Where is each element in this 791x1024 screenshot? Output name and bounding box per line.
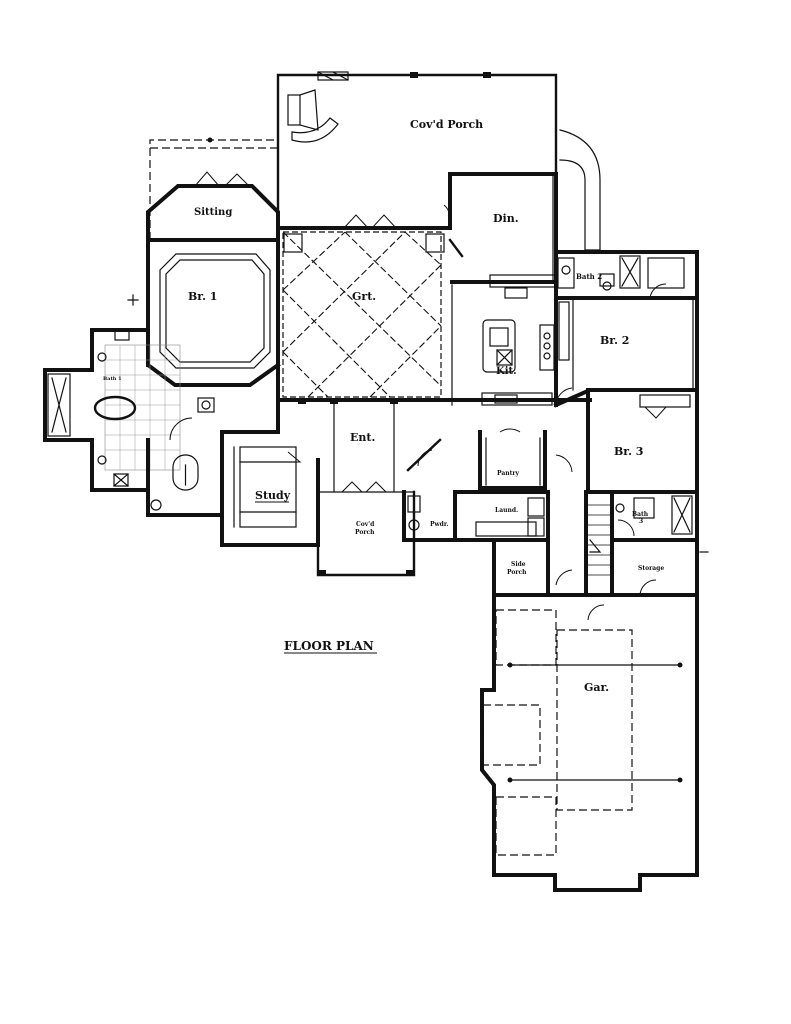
label-bath3-2: 3 bbox=[639, 518, 643, 525]
label-laund: Laund. bbox=[495, 507, 518, 514]
dining bbox=[448, 172, 558, 284]
label-br2: Br. 2 bbox=[600, 334, 629, 347]
powder-room bbox=[402, 490, 457, 542]
room-labels: Cov'd Porch Sitting Br. 1 Grt. Din. Kit.… bbox=[103, 118, 664, 694]
label-br3: Br. 3 bbox=[614, 445, 643, 458]
label-ent: Ent. bbox=[350, 431, 375, 444]
stair bbox=[584, 490, 610, 621]
bedroom-1 bbox=[127, 238, 281, 387]
covered-porch-rear bbox=[276, 71, 601, 251]
label-din: Din. bbox=[493, 212, 519, 225]
label-grt: Grt. bbox=[352, 290, 376, 303]
bath-1 bbox=[43, 328, 215, 492]
label-pantry: Pantry bbox=[497, 470, 520, 477]
label-covd-porch-front-2: Porch bbox=[355, 529, 375, 536]
label-bath2: Bath 2 bbox=[576, 272, 602, 281]
entry bbox=[276, 398, 592, 493]
label-sitting: Sitting bbox=[194, 207, 232, 218]
plan-title: FLOOR PLAN bbox=[284, 639, 374, 653]
covered-porch-front bbox=[316, 490, 416, 577]
label-gar: Gar. bbox=[584, 681, 609, 694]
bedroom-3 bbox=[555, 388, 699, 494]
label-br1: Br. 1 bbox=[188, 290, 217, 303]
label-storage: Storage bbox=[638, 565, 664, 572]
master-closet bbox=[146, 417, 224, 517]
label-side-porch-1: Side bbox=[511, 561, 526, 568]
label-bath3-1: Bath bbox=[632, 511, 649, 518]
label-bath1: Bath 1 bbox=[103, 376, 122, 382]
label-side-porch-2: Porch bbox=[507, 569, 527, 576]
label-pwdr: Pwdr. bbox=[430, 521, 449, 528]
bath-2 bbox=[554, 250, 699, 392]
study bbox=[220, 398, 320, 547]
pantry bbox=[478, 428, 547, 490]
great-room bbox=[276, 204, 464, 402]
bath-3 bbox=[610, 490, 699, 542]
label-covd-porch: Cov'd Porch bbox=[410, 118, 483, 131]
kitchen bbox=[450, 274, 558, 407]
garage bbox=[480, 593, 699, 892]
label-study: Study bbox=[255, 489, 291, 502]
bedroom-2 bbox=[553, 297, 699, 408]
label-covd-porch-front-1: Cov'd bbox=[356, 521, 375, 528]
side-porch bbox=[492, 538, 573, 597]
sitting-area bbox=[146, 137, 280, 242]
laundry bbox=[453, 490, 550, 542]
label-kit: Kit. bbox=[496, 366, 517, 377]
